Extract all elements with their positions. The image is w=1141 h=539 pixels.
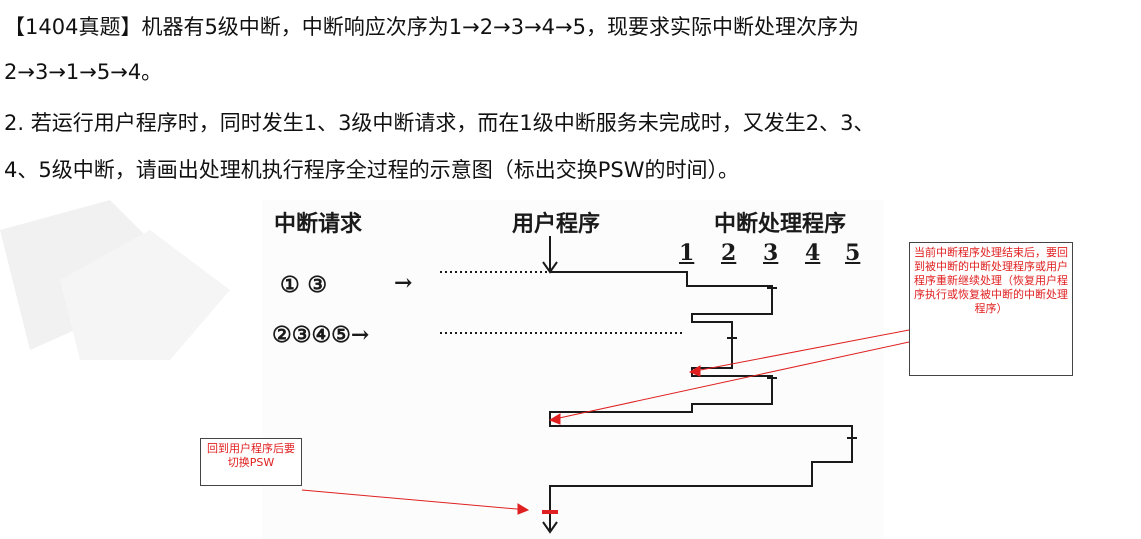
- question-line-1: 【1404真题】机器有5级中断，中断响应次序为1→2→3→4→5，现要求实际中断…: [4, 15, 859, 39]
- column-label-3: 3: [763, 240, 779, 266]
- execution-path: [549, 271, 853, 500]
- header-interrupt-handler: 中断处理程序: [714, 211, 847, 237]
- interrupt-diagram: 中断请求 用户程序 中断处理程序 1 2 3 4 5 ① ③ → ②③④⑤→: [262, 200, 884, 539]
- request-row-2: ②③④⑤→: [272, 322, 370, 348]
- request-row-1-arrow: →: [394, 270, 413, 296]
- question-line-2: 2→3→1→5→4。: [4, 60, 163, 84]
- question-line-4: 4、5级中断，请画出处理机执行程序全过程的示意图（标出交换PSW的时间）。: [4, 158, 739, 182]
- question-line-3: 2. 若运行用户程序时，同时发生1、3级中断请求，而在1级中断服务未完成时，又发…: [4, 111, 875, 135]
- column-label-1: 1: [679, 240, 695, 266]
- header-user-program: 用户程序: [512, 211, 601, 237]
- callout-psw-note: 回到用户程序后要切换PSW: [200, 438, 302, 486]
- column-label-5: 5: [845, 240, 861, 266]
- column-label-4: 4: [805, 240, 821, 266]
- execution-flow: [440, 236, 857, 534]
- callout-return-note: 当前中断程序处理结束后，要回到被中断的中断处理程序或用户程序重新继续处理（恢复用…: [909, 242, 1073, 376]
- column-label-2: 2: [721, 240, 737, 266]
- user-return-arrowhead: [542, 521, 558, 534]
- request-row-1: ① ③: [280, 272, 328, 298]
- header-interrupt-requests: 中断请求: [274, 211, 363, 237]
- watermark-logo: [0, 200, 230, 360]
